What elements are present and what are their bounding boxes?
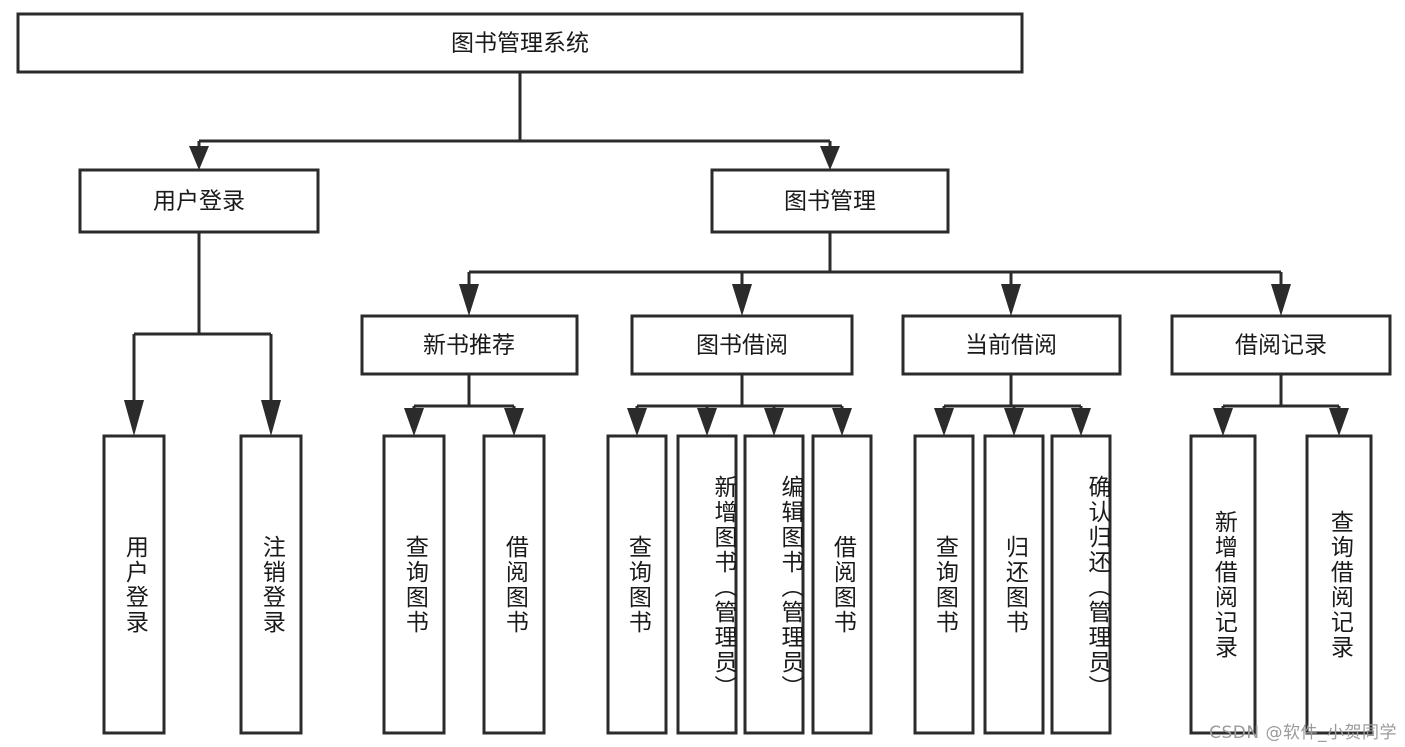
node-root[interactable]: 图书管理系统	[16, 12, 1024, 74]
node-box-leaf-add-book[interactable]	[676, 434, 738, 735]
node-box-leaf-query-record[interactable]	[1305, 434, 1373, 735]
arrow-head-current-to-leaf-1	[934, 408, 954, 436]
connector-group-records	[1213, 374, 1349, 436]
node-box-user-login[interactable]	[78, 168, 320, 234]
node-user-login[interactable]: 用户登录	[78, 168, 320, 234]
arrow-head-borrow-to-leaf-1	[627, 408, 647, 436]
arrow-head-current-to-leaf-3	[1071, 408, 1091, 436]
node-new-books[interactable]: 新书推荐	[360, 314, 579, 376]
node-label-book-mgmt: 图书管理	[784, 189, 876, 215]
node-box-leaf-user-login[interactable]	[102, 434, 166, 735]
arrow-head-borrow-to-leaf-4	[832, 408, 852, 436]
node-current-borrow[interactable]: 当前借阅	[901, 314, 1122, 376]
node-label-root: 图书管理系统	[451, 31, 589, 57]
csdn-watermark: CSDN @软件_小贺同学	[1209, 723, 1397, 743]
node-label-new-books: 新书推荐	[423, 333, 515, 359]
node-box-leaf-logout[interactable]	[239, 434, 303, 735]
node-box-leaf-return-book[interactable]	[983, 434, 1045, 735]
node-box-leaf-borrow-book[interactable]	[811, 434, 873, 735]
node-label-borrow-records: 借阅记录	[1235, 333, 1327, 359]
node-borrow-records[interactable]: 借阅记录	[1170, 314, 1392, 376]
arrow-head-book-mgmt-to-new-books	[459, 284, 479, 316]
arrow-head-borrow-to-leaf-2	[697, 408, 717, 436]
node-box-leaf-add-record[interactable]	[1189, 434, 1257, 735]
node-label-current-borrow: 当前借阅	[965, 333, 1057, 359]
arrow-head-borrow-to-leaf-3	[764, 408, 784, 436]
connector-group-borrow	[627, 374, 852, 436]
node-box-new-books[interactable]	[360, 314, 579, 376]
node-box-leaf-edit-book[interactable]	[743, 434, 805, 735]
node-box-leaf-query-book-borrow[interactable]	[606, 434, 668, 735]
arrow-head-book-mgmt-to-current	[1001, 284, 1021, 316]
arrow-head-new-books-to-leaf-2	[504, 408, 524, 436]
node-book-mgmt[interactable]: 图书管理	[710, 168, 950, 234]
connector-group-new-books	[404, 374, 524, 436]
node-box-book-mgmt[interactable]	[710, 168, 950, 234]
node-box-leaf-confirm-return[interactable]	[1050, 434, 1112, 735]
node-label-borrow: 图书借阅	[696, 333, 788, 359]
connector-group-current	[934, 374, 1091, 436]
arrow-head-book-mgmt-to-borrow	[732, 284, 752, 316]
connector-group-user-login	[124, 232, 281, 436]
arrow-head-current-to-leaf-2	[1004, 408, 1024, 436]
node-box-borrow-records[interactable]	[1170, 314, 1392, 376]
node-box-leaf-query-book-current[interactable]	[913, 434, 975, 735]
node-box-leaf-query-book-new[interactable]	[382, 434, 446, 735]
leaf-box-group	[102, 434, 1373, 735]
arrow-head-book-mgmt-to-records	[1271, 284, 1291, 316]
arrow-head-root-to-user-login	[189, 146, 209, 170]
arrow-head-root-to-book-mgmt	[820, 146, 840, 170]
node-label-user-login: 用户登录	[153, 189, 245, 215]
arrow-head-new-books-to-leaf-1	[404, 408, 424, 436]
node-borrow[interactable]: 图书借阅	[630, 314, 854, 376]
node-box-borrow[interactable]	[630, 314, 854, 376]
arrow-head-user-login-to-leaf-2	[261, 400, 281, 436]
connector-group-root	[189, 72, 840, 170]
arrow-head-records-to-leaf-1	[1213, 408, 1233, 436]
arrow-head-user-login-to-leaf-1	[124, 400, 144, 436]
connector-group-book-mgmt	[459, 232, 1291, 316]
node-box-leaf-borrow-book-new[interactable]	[482, 434, 546, 735]
node-box-current-borrow[interactable]	[901, 314, 1122, 376]
arrow-head-records-to-leaf-2	[1329, 408, 1349, 436]
node-box-root[interactable]	[16, 12, 1024, 74]
